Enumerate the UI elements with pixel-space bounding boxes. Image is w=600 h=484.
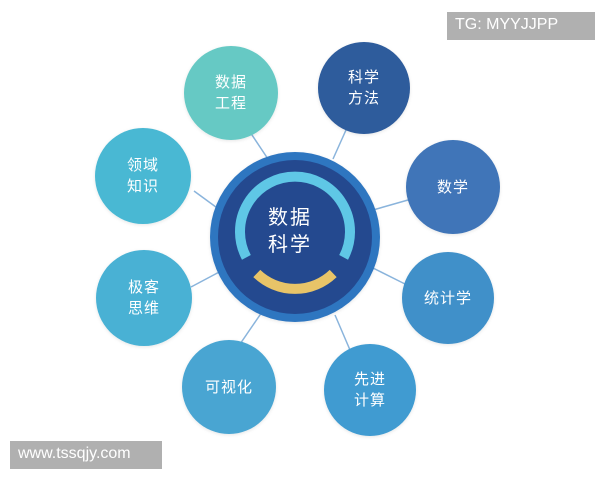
node-circle-scientific-method xyxy=(318,42,410,134)
node-label-statistics: 统计学 xyxy=(423,288,472,307)
connector-hacker-thinking xyxy=(190,269,224,288)
node-label-visualization: 可视化 xyxy=(204,377,253,396)
node-circle-domain-knowledge xyxy=(95,128,191,224)
center-progress-arc-accent xyxy=(253,269,337,294)
center-hub xyxy=(210,152,380,322)
node-label-scientific-method: 科学 方法 xyxy=(347,68,380,107)
node-circle-statistics xyxy=(402,252,494,344)
connector-visualization xyxy=(237,311,263,348)
node-circle-mathematics xyxy=(406,140,500,234)
connector-mathematics xyxy=(372,199,409,211)
watermark-bottom: www.tssqjy.com xyxy=(10,441,162,469)
center-label: 数据 科学 xyxy=(268,205,312,256)
node-circle-advanced-computing xyxy=(324,344,416,436)
node-label-hacker-thinking: 极客 思维 xyxy=(127,278,160,317)
node-circle-data-engineering xyxy=(184,46,278,140)
node-label-domain-knowledge: 领域 知识 xyxy=(126,156,159,195)
node-circle-hacker-thinking xyxy=(96,250,192,346)
node-label-advanced-computing: 先进 计算 xyxy=(353,370,386,409)
connector-statistics xyxy=(372,267,406,285)
satellite-circles xyxy=(95,42,500,436)
watermark-top: TG: MYYJJPP xyxy=(447,12,595,40)
connector-scientific-method xyxy=(332,129,347,160)
connector-group xyxy=(190,125,409,351)
node-label-mathematics: 数学 xyxy=(436,177,469,196)
node-circle-visualization xyxy=(182,340,276,434)
connector-advanced-computing xyxy=(334,314,351,351)
center-progress-arc xyxy=(235,171,355,260)
node-label-data-engineering: 数据 工程 xyxy=(214,73,247,112)
